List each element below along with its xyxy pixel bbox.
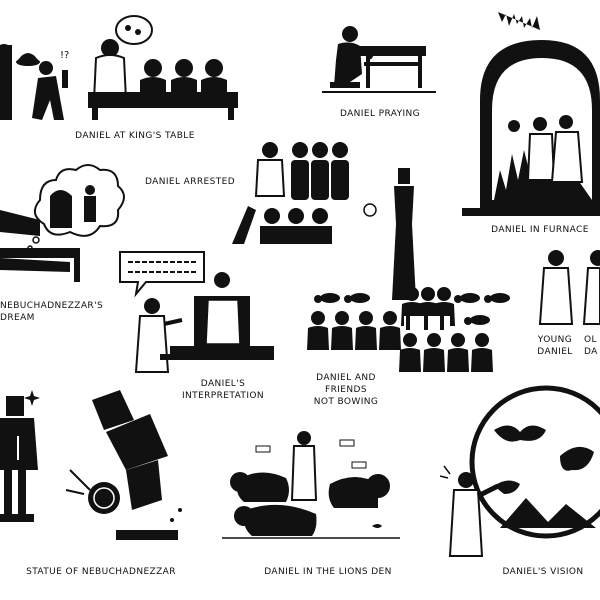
kings-table-icon: !? <box>0 15 238 120</box>
praying-icon <box>322 26 436 93</box>
statue-icon <box>0 390 182 540</box>
svg-text:!?: !? <box>60 50 69 61</box>
vision-icon <box>439 385 600 557</box>
not-bowing-icon <box>307 168 510 372</box>
furnace-icon <box>462 12 600 216</box>
caption-kings-table: DANIEL AT KING'S TABLE <box>75 131 195 141</box>
caption-praying: DANIEL PRAYING <box>339 109 421 119</box>
old-daniel-icon <box>582 250 600 325</box>
young-daniel-icon <box>538 250 574 325</box>
caption-old-daniel: OL DA <box>584 335 598 357</box>
arrested-icon <box>232 142 349 244</box>
caption-not-bowing: DANIEL AND FRIENDS NOT BOWING <box>313 373 379 407</box>
caption-arrested: DANIEL ARRESTED <box>144 177 236 187</box>
dream-icon <box>0 164 125 282</box>
caption-interpretation: DANIEL'S INTERPRETATION <box>181 379 265 401</box>
lions-den-icon <box>222 431 400 539</box>
interpretation-icon <box>119 251 274 373</box>
caption-statue: STATUE OF NEBUCHADNEZZAR <box>26 567 176 577</box>
caption-vision: DANIEL'S VISION <box>502 567 584 577</box>
caption-furnace: DANIEL IN FURNACE <box>491 225 589 235</box>
caption-dream: NEBUCHADNEZZAR'S DREAM <box>0 301 104 323</box>
caption-young-daniel: YOUNG DANIEL <box>537 335 573 357</box>
caption-lions-den: DANIEL IN THE LIONS DEN <box>264 567 392 577</box>
